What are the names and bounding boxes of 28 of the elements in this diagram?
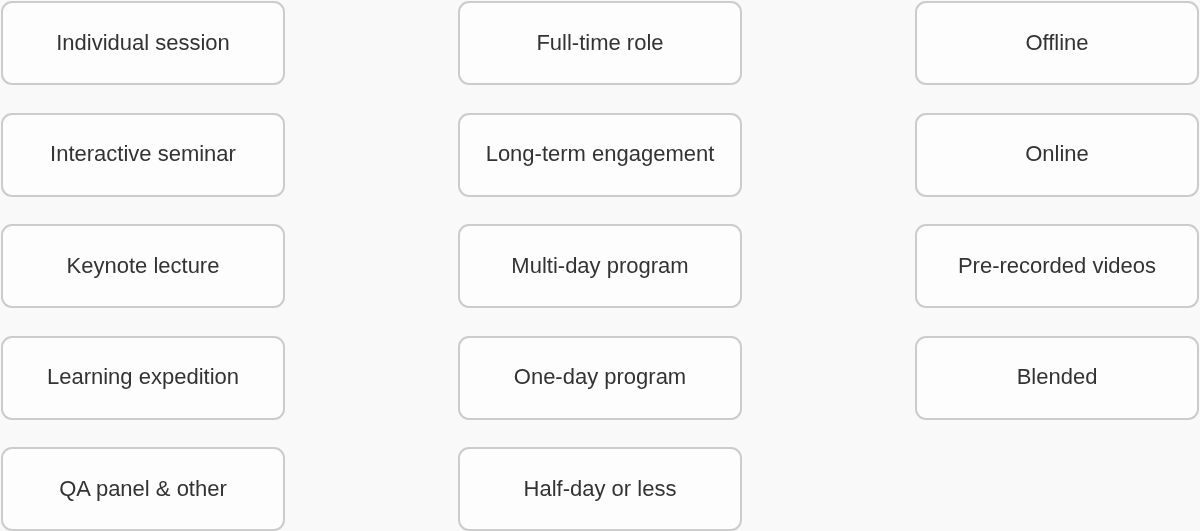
option-box	[458, 224, 742, 308]
option-label: Keynote lecture	[66, 252, 220, 280]
option-box	[1, 112, 285, 197]
option-label: Pre-recorded videos	[957, 252, 1157, 280]
option-box	[915, 335, 1199, 420]
option-label: One-day program	[513, 364, 687, 391]
option-label: Multi-day program	[511, 252, 689, 280]
option-label: Interactive seminar	[50, 141, 236, 168]
option-box	[1, 1, 285, 85]
option-box	[915, 112, 1199, 197]
option-label: Online	[1025, 141, 1089, 168]
option-box	[1, 447, 285, 531]
option-label: Individual session	[56, 29, 230, 57]
option-label: Blended	[1016, 364, 1098, 391]
option-label: Half-day or less	[523, 475, 677, 503]
option-box	[458, 447, 742, 531]
option-box	[458, 112, 742, 197]
option-box	[1, 335, 285, 420]
option-label: Offline	[1025, 29, 1089, 57]
option-box	[1, 224, 285, 308]
option-box	[915, 1, 1199, 85]
option-label: Full-time role	[536, 29, 664, 57]
option-label: Long-term engagement	[485, 141, 715, 168]
option-box	[458, 1, 742, 85]
option-box	[458, 335, 742, 420]
option-box	[915, 224, 1199, 308]
option-label: QA panel & other	[59, 475, 227, 503]
option-label: Learning expedition	[46, 364, 239, 391]
